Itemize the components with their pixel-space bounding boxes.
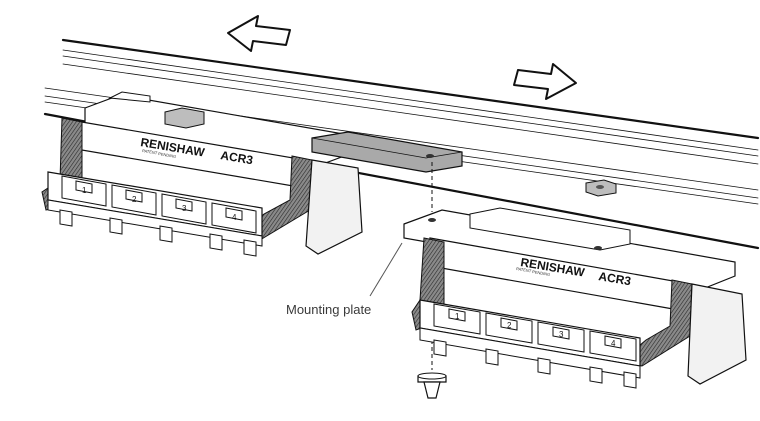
right-arrow <box>513 63 577 100</box>
slot-label-right-3: 3 <box>559 330 564 339</box>
port-slots-right <box>433 303 637 362</box>
patent-right-2: PENDING <box>532 269 551 277</box>
acr3-unit-right: RENISHAW ACR3 PATENT PENDING 1 2 3 4 <box>403 207 747 389</box>
patent-left-1: PATENT <box>142 148 158 156</box>
slot-label-left-1: 1 <box>82 186 87 195</box>
model-label-left: ACR3 <box>220 148 255 167</box>
patent-left-2: PENDING <box>158 151 177 159</box>
slot-label-right-4: 4 <box>611 339 616 348</box>
patent-right-1: PATENT <box>516 266 532 274</box>
slot-label-left-2: 2 <box>132 195 137 204</box>
model-label-right: ACR3 <box>598 269 633 288</box>
mounting-plate-label: Mounting plate <box>286 302 371 317</box>
acr3-unit-left: RENISHAW ACR3 PATENT PENDING 1 2 3 4 <box>41 91 363 257</box>
slot-label-left-4: 4 <box>232 213 237 222</box>
left-arrow <box>227 15 291 52</box>
mounting-screw <box>417 372 447 399</box>
slot-label-left-3: 3 <box>182 204 187 213</box>
callout-leader <box>369 242 403 297</box>
port-slots-left <box>61 175 257 234</box>
slot-label-right-2: 2 <box>507 321 512 330</box>
sliding-plate <box>311 131 463 173</box>
t-nut <box>585 179 617 197</box>
slot-label-right-1: 1 <box>455 312 460 321</box>
